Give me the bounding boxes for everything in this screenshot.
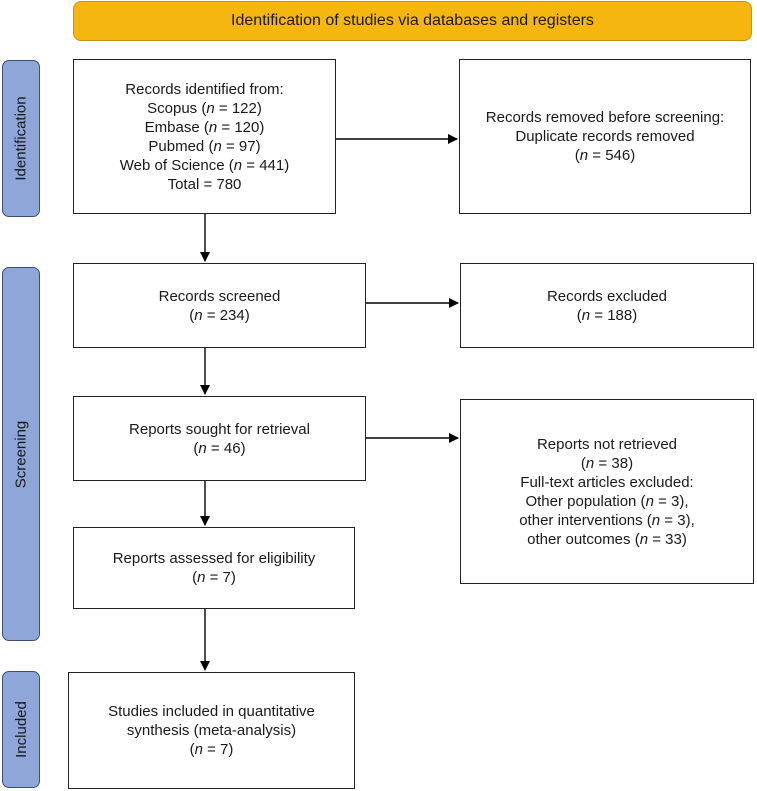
records-identified-box: Records identified from: Scopus (n = 122…	[73, 59, 336, 214]
phase-identification: Identification	[2, 60, 40, 217]
reports-sought-box: Reports sought for retrieval (n = 46)	[73, 396, 366, 481]
reports-assessed-box: Reports assessed for eligibility (n = 7)	[73, 527, 355, 609]
reports-not-retrieved-label: Reports not retrieved	[536, 435, 678, 453]
studies-included-line2: synthesis (meta-analysis)	[126, 722, 297, 739]
reports-sought-label: Reports sought for retrieval	[129, 420, 310, 438]
records-total: Total = 780	[167, 175, 242, 193]
reports-assessed-label: Reports assessed for eligibility	[112, 550, 316, 567]
studies-included-count: (n = 7)	[189, 741, 234, 758]
banner: Identification of studies via databases …	[73, 1, 752, 41]
reports-not-retrieved-box: Reports not retrieved (n = 38) Full-text…	[460, 399, 754, 584]
records-screened-box: Records screened (n = 234)	[73, 263, 366, 348]
phase-screening: Screening	[2, 267, 40, 641]
source-line: Web of Science (n = 441)	[119, 156, 290, 174]
full-text-excluded-heading: Full-text articles excluded:	[520, 473, 694, 491]
records-screened-count: (n = 234)	[189, 306, 250, 324]
studies-included-line1: Studies included in quantitative	[108, 703, 315, 720]
records-excluded-label: Records excluded	[546, 287, 668, 305]
records-removed-box: Records removed before screening: Duplic…	[459, 59, 751, 214]
exclusion-reason: other outcomes (n = 33)	[527, 530, 687, 548]
records-screened-label: Records screened	[158, 287, 281, 305]
records-excluded-count: (n = 188)	[576, 306, 638, 324]
studies-included-box: Studies included in quantitative synthes…	[68, 672, 355, 789]
exclusion-reason: Other population (n = 3),	[525, 492, 689, 510]
reports-assessed-count: (n = 7)	[192, 569, 236, 586]
records-excluded-box: Records excluded (n = 188)	[460, 263, 754, 348]
records-removed-heading: Records removed before screening:	[485, 109, 725, 126]
phase-included: Included	[2, 671, 40, 788]
source-line: Embase (n = 120)	[144, 118, 265, 136]
source-line: Pubmed (n = 97)	[148, 137, 261, 155]
records-removed-detail: Duplicate records removed	[515, 128, 695, 145]
reports-sought-count: (n = 46)	[193, 439, 246, 457]
records-identified-heading: Records identified from:	[125, 80, 284, 98]
records-removed-count: (n = 546)	[574, 147, 636, 164]
source-line: Scopus (n = 122)	[147, 99, 262, 117]
exclusion-reason: other interventions (n = 3),	[519, 511, 695, 529]
reports-not-retrieved-count: (n = 38)	[580, 454, 634, 472]
